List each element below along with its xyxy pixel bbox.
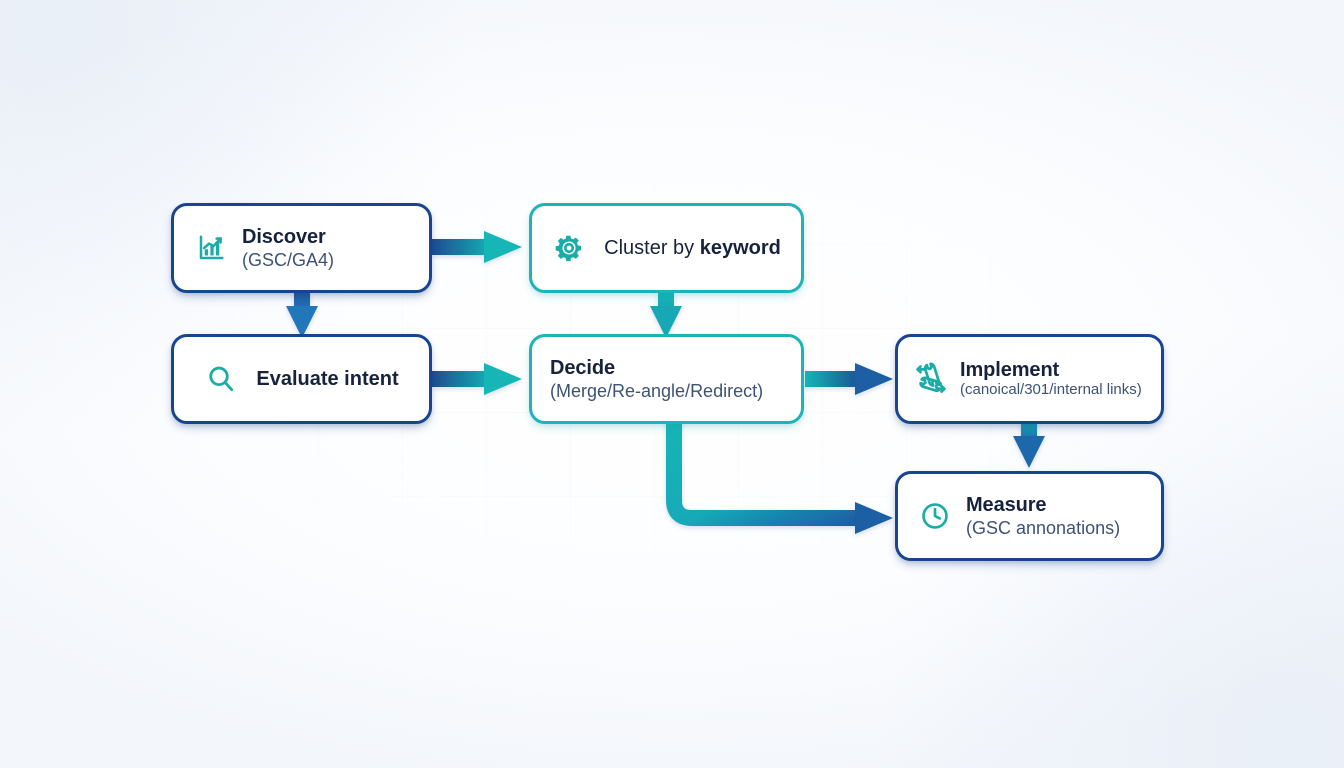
edge-decide-to-measure [666, 420, 893, 534]
node-discover-subtitle: (GSC/GA4) [242, 249, 335, 270]
node-measure[interactable]: Measure (GSC annonations) [895, 471, 1164, 561]
node-measure-title: Measure [966, 494, 1047, 517]
wrench-arrows-icon [914, 362, 948, 396]
node-measure-subtitle: (GSC annonations) [966, 517, 1121, 538]
node-decide-subtitle: (Merge/Re-angle/Redirect) [550, 380, 764, 401]
bar-chart-trend-icon [194, 231, 228, 265]
gear-icon [552, 231, 586, 265]
node-cluster-title-regular: Cluster by [604, 236, 700, 259]
node-cluster[interactable]: Cluster by keyword [529, 203, 804, 293]
edge-cluster-to-decide [650, 292, 682, 338]
edge-decide-to-implement [805, 363, 893, 395]
node-evaluate[interactable]: Evaluate intent [171, 334, 432, 424]
node-cluster-title: Cluster by keyword [604, 237, 781, 259]
edge-evaluate-to-decide [432, 363, 522, 395]
node-implement-title: Implement [960, 358, 1060, 381]
edge-discover-to-cluster [432, 231, 522, 263]
magnifier-icon [204, 362, 238, 396]
node-decide[interactable]: Decide (Merge/Re-angle/Redirect) [529, 334, 804, 424]
edge-implement-to-measure [1013, 420, 1045, 468]
node-discover-title: Discover [242, 226, 326, 249]
node-implement-subtitle: (canoical/301/internal links) [960, 381, 1142, 399]
clock-icon [918, 499, 952, 533]
node-decide-title: Decide [550, 357, 615, 380]
node-evaluate-title: Evaluate intent [256, 367, 399, 390]
node-cluster-title-bold: keyword [699, 236, 781, 259]
edge-discover-to-evaluate [286, 290, 318, 338]
node-discover[interactable]: Discover (GSC/GA4) [171, 203, 432, 293]
node-implement[interactable]: Implement (canoical/301/internal links) [895, 334, 1164, 424]
